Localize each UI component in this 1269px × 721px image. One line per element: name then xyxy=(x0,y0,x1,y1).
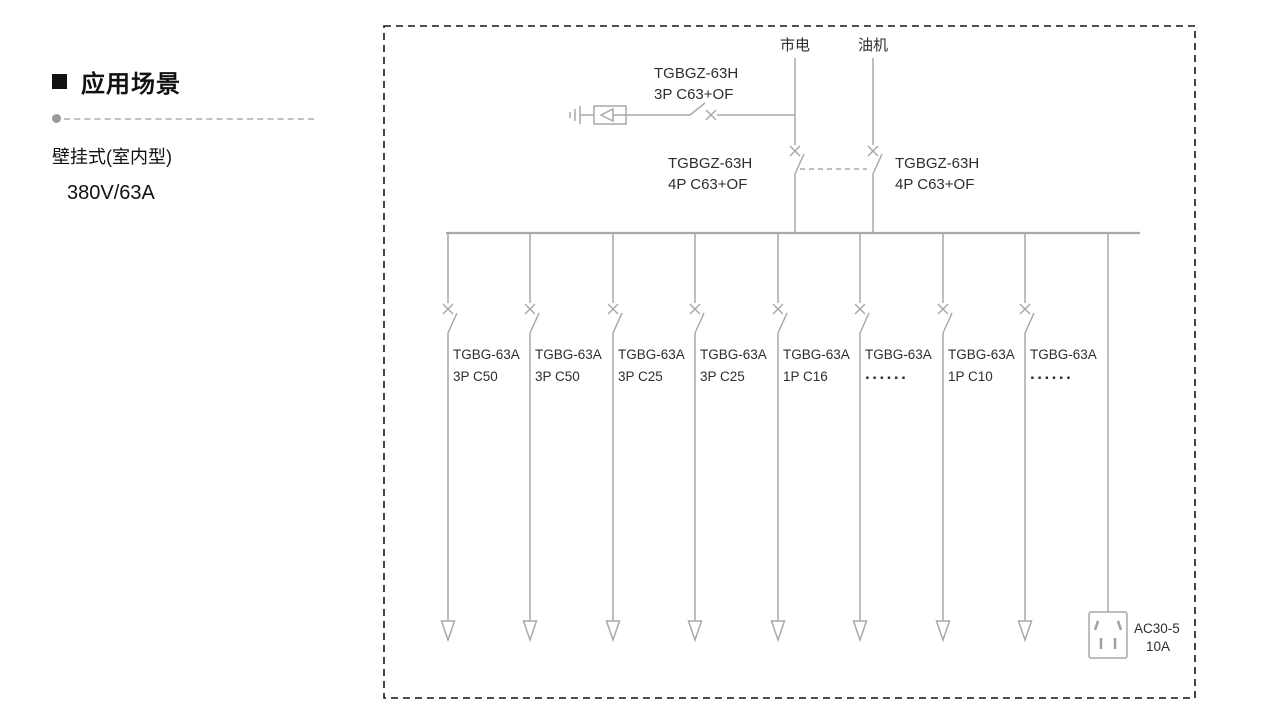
feeder-model-label: TGBG-63A xyxy=(700,347,767,362)
feeder-branch-6 xyxy=(852,233,870,643)
section-title-row: 应用场景 xyxy=(52,64,322,99)
feeder-model-label: TGBG-63A xyxy=(618,347,685,362)
feeder-model-label: TGBG-63A xyxy=(783,347,850,362)
incoming-breaker-spec-label: 4P C63+OF xyxy=(895,176,974,193)
breaker-icon xyxy=(607,303,623,334)
feeder-branch-7 xyxy=(935,233,953,643)
mount-type-label: 壁挂式(室内型) xyxy=(52,147,172,167)
dashed-divider xyxy=(52,114,314,123)
feeder-branch-8 xyxy=(1017,233,1035,643)
load-arrow-icon xyxy=(770,620,786,643)
spd-breaker-model-label: TGBGZ-63H xyxy=(654,65,738,82)
socket-model-label: AC30-5 xyxy=(1134,621,1180,636)
feeder-spec-label: ...... xyxy=(865,364,908,383)
load-arrow-icon xyxy=(935,620,951,643)
socket-icon xyxy=(1088,611,1128,659)
generator-incoming-line xyxy=(867,58,883,233)
earth-ground-icon xyxy=(569,106,581,124)
incoming-breaker-spec-label: 4P C63+OF xyxy=(668,176,747,193)
feeder-branch-1 xyxy=(440,233,458,643)
title-bullet-square xyxy=(52,74,67,89)
section-title: 应用场景 xyxy=(81,71,181,98)
generator-label: 油机 xyxy=(858,37,888,54)
feeder-spec-label: 3P C25 xyxy=(700,369,745,384)
spd-breaker-spec-label: 3P C63+OF xyxy=(654,86,733,103)
breaker-icon xyxy=(1019,303,1035,334)
breaker-icon xyxy=(689,303,705,334)
voltage-rating-label: 380V/63A xyxy=(67,182,155,204)
breaker-icon xyxy=(854,303,870,334)
feeder-model-label: TGBG-63A xyxy=(865,347,932,362)
breaker-icon xyxy=(937,303,953,334)
divider-dot xyxy=(52,114,61,123)
feeder-branch-4 xyxy=(687,233,705,643)
feeder-branch-2 xyxy=(522,233,540,643)
load-arrow-icon xyxy=(605,620,621,643)
left-panel: 应用场景 壁挂式(室内型) 380V/63A xyxy=(52,64,322,205)
load-arrow-icon xyxy=(687,620,703,643)
feeder-spec-label: 3P C50 xyxy=(453,369,498,384)
feeder-spec-label: 1P C16 xyxy=(783,369,828,384)
breaker-icon xyxy=(867,145,883,175)
feeder-spec-label: 3P C25 xyxy=(618,369,663,384)
breaker-icon xyxy=(789,145,805,175)
feeder-spec-label: 3P C50 xyxy=(535,369,580,384)
incoming-breaker-model-label: TGBGZ-63H xyxy=(668,155,752,172)
feeder-model-label: TGBG-63A xyxy=(453,347,520,362)
feeder-spec-label: ...... xyxy=(1030,364,1073,383)
load-arrow-icon xyxy=(440,620,456,643)
incoming-breaker-model-label: TGBGZ-63H xyxy=(895,155,979,172)
feeder-model-label: TGBG-63A xyxy=(948,347,1015,362)
breaker-icon xyxy=(524,303,540,334)
mains-incoming-line xyxy=(789,58,805,233)
breaker-icon xyxy=(689,102,717,121)
divider-line xyxy=(64,117,314,120)
load-arrow-icon xyxy=(852,620,868,643)
feeder-branch-5 xyxy=(770,233,788,643)
mains-label: 市电 xyxy=(780,37,810,54)
breaker-icon xyxy=(772,303,788,334)
feeder-model-label: TGBG-63A xyxy=(535,347,602,362)
load-arrow-icon xyxy=(522,620,538,643)
breaker-icon xyxy=(442,303,458,334)
spd-branch xyxy=(569,102,795,125)
feeder-spec-label: 1P C10 xyxy=(948,369,993,384)
socket-rating-label: 10A xyxy=(1146,639,1170,654)
load-arrow-icon xyxy=(1017,620,1033,643)
surge-protector-icon xyxy=(593,105,627,125)
feeder-model-label: TGBG-63A xyxy=(1030,347,1097,362)
diagram-border xyxy=(383,25,1196,699)
feeder-branch-3 xyxy=(605,233,623,643)
